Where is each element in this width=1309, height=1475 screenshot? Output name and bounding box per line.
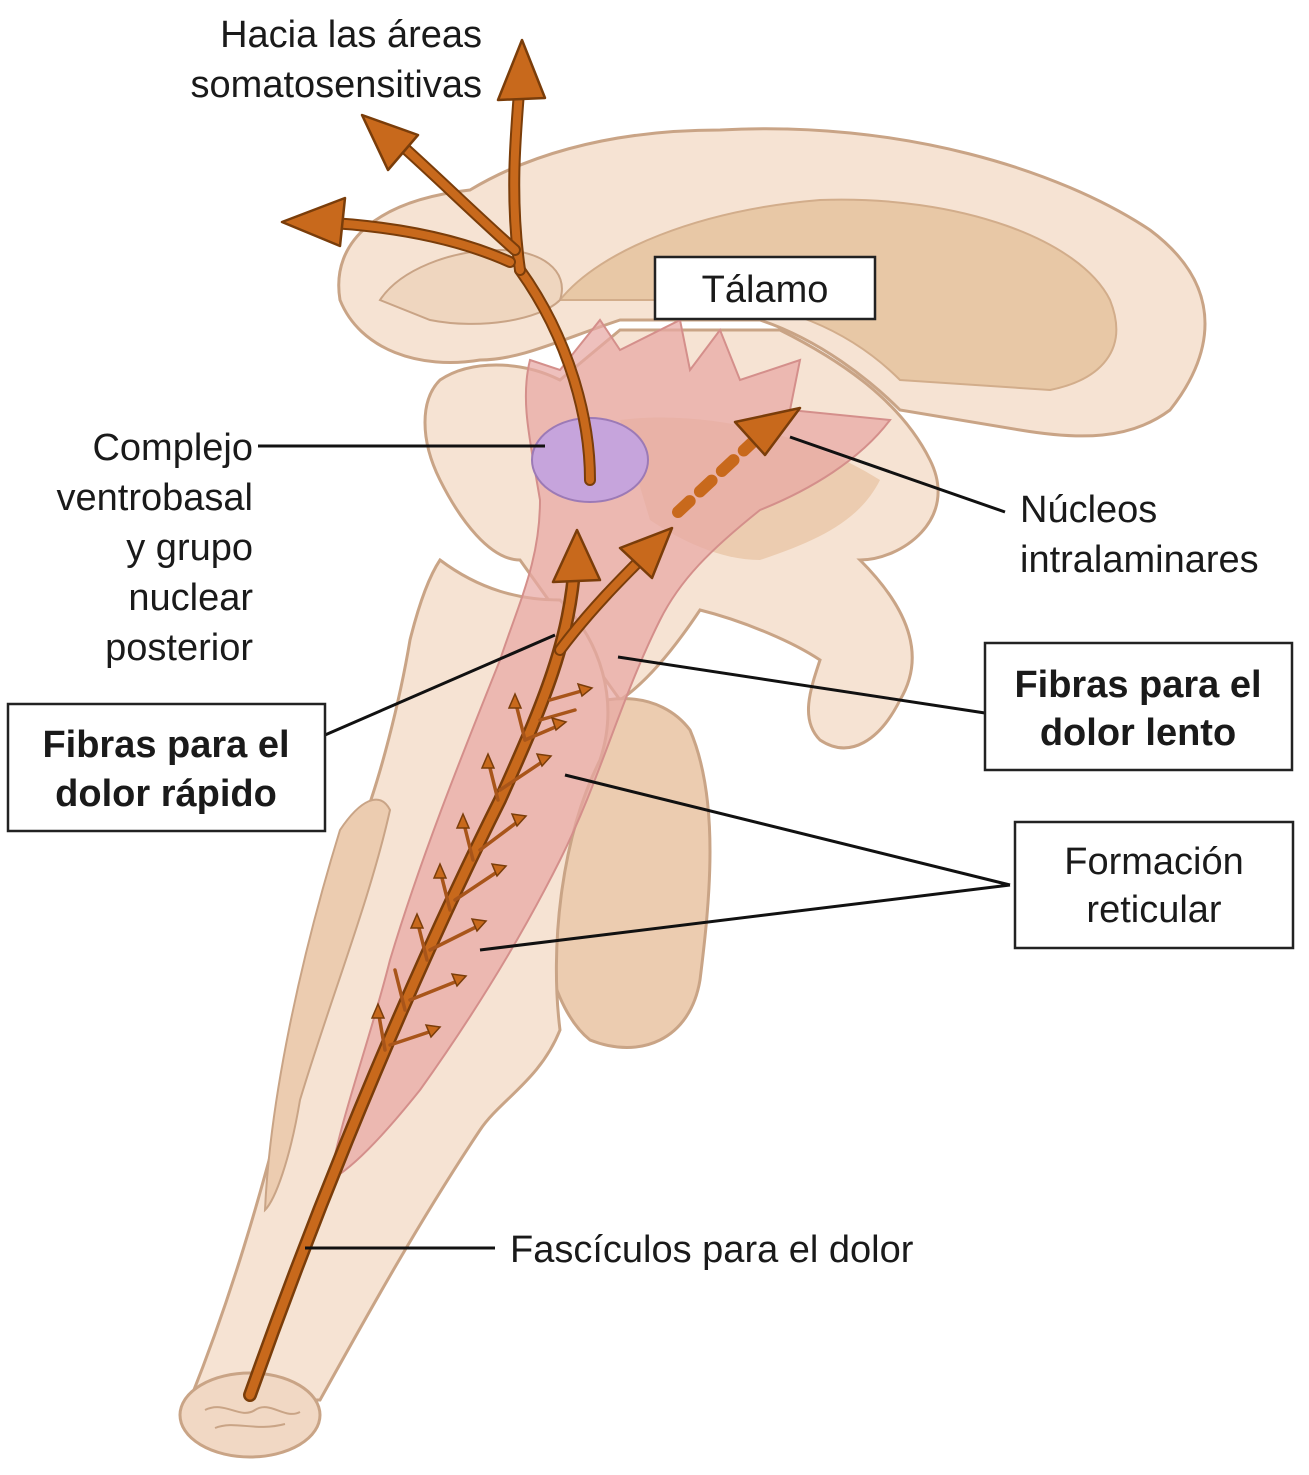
svg-text:somatosensitivas: somatosensitivas	[191, 64, 482, 106]
svg-text:dolor lento: dolor lento	[1040, 712, 1236, 754]
label-fast-pain: Fibras para el dolor rápido	[8, 704, 325, 831]
label-reticular: Formación reticular	[1015, 822, 1293, 948]
svg-text:nuclear: nuclear	[128, 577, 253, 619]
svg-text:Tálamo: Tálamo	[702, 269, 829, 311]
label-pain-tracts: Fascículos para el dolor	[510, 1229, 914, 1271]
label-somatosensory: Hacia las áreas somatosensitivas	[191, 14, 482, 106]
svg-text:Fibras para el: Fibras para el	[42, 724, 289, 766]
svg-text:Hacia las áreas: Hacia las áreas	[220, 14, 482, 56]
svg-text:Fascículos para el dolor: Fascículos para el dolor	[510, 1229, 914, 1271]
label-ventrobasal: Complejo ventrobasal y grupo nuclear pos…	[57, 427, 254, 669]
svg-text:intralaminares: intralaminares	[1020, 539, 1259, 581]
svg-text:y grupo: y grupo	[126, 527, 253, 569]
svg-text:reticular: reticular	[1086, 889, 1221, 931]
label-slow-pain: Fibras para el dolor lento	[985, 643, 1292, 770]
leader-slow-pain	[618, 657, 985, 713]
svg-text:Núcleos: Núcleos	[1020, 489, 1157, 531]
cortex-arrowhead-mid	[362, 115, 418, 170]
label-thalamus: Tálamo	[655, 257, 875, 319]
cortex-arrowhead-up	[498, 40, 545, 100]
label-intralaminar: Núcleos intralaminares	[1020, 489, 1259, 581]
svg-text:ventrobasal: ventrobasal	[57, 477, 253, 519]
svg-text:dolor rápido: dolor rápido	[55, 773, 277, 815]
cortex-arrowhead-left	[282, 198, 345, 246]
svg-text:Complejo: Complejo	[92, 427, 253, 469]
svg-text:Formación: Formación	[1064, 841, 1244, 883]
svg-text:posterior: posterior	[105, 627, 253, 669]
svg-text:Fibras para el: Fibras para el	[1014, 664, 1261, 706]
